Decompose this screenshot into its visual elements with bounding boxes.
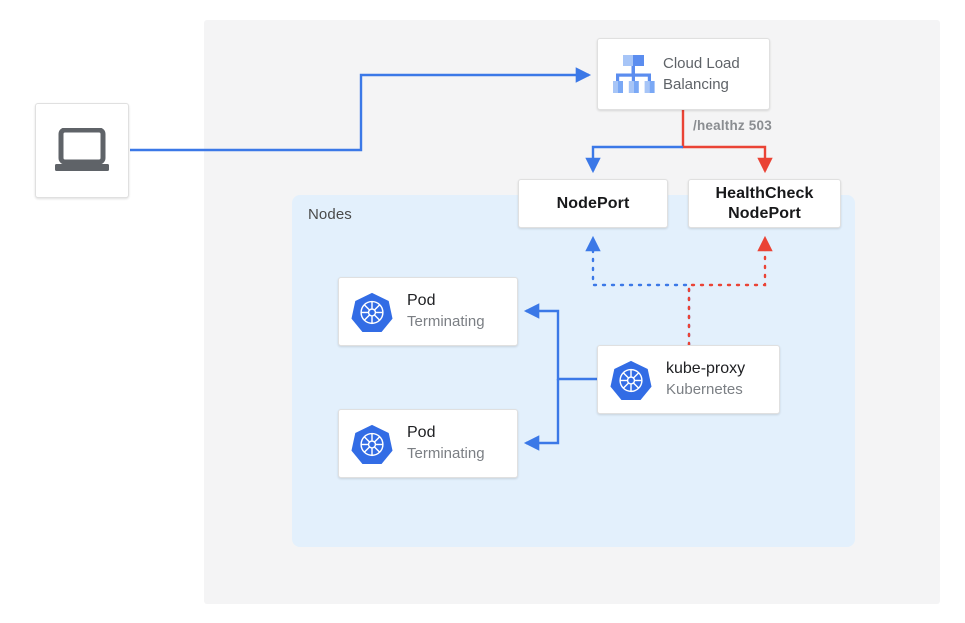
client-laptop-card [35,103,129,198]
cloud-load-balancing-title-line-2: Balancing [663,76,729,93]
pod-card-2-status: Terminating [407,445,485,462]
nodes-panel-label: Nodes [308,206,352,223]
pod-card-2-title: Pod [407,424,436,441]
kube-proxy-title: kube-proxy [666,360,746,377]
pod-card-1-text: Pod Terminating [407,291,485,332]
pod-card-1-status: Terminating [407,313,485,330]
healthcheck-nodeport-card: HealthCheck NodePort [688,179,841,228]
nodeport-card: NodePort [518,179,668,228]
kubernetes-icon [351,292,393,332]
kube-proxy-subtitle: Kubernetes [666,381,743,398]
healthcheck-nodeport-label-line-2: NodePort [728,204,801,222]
nodeport-label: NodePort [556,194,630,212]
cloud-load-balancing-icon [613,55,655,93]
healthcheck-nodeport-label: HealthCheck NodePort [715,184,813,224]
pod-card-2-text: Pod Terminating [407,423,485,464]
pod-card-1-title: Pod [407,292,436,309]
laptop-icon [55,127,109,171]
cloud-load-balancing-title-line-1: Cloud Load [663,55,740,72]
cloud-load-balancing-label: Cloud Load Balancing [663,53,740,95]
kube-proxy-card: kube-proxy Kubernetes [597,345,780,414]
kubernetes-icon [610,360,652,400]
kubernetes-icon [351,424,393,464]
kube-proxy-text: kube-proxy Kubernetes [666,359,745,400]
pod-card-2: Pod Terminating [338,409,518,478]
pod-card-1: Pod Terminating [338,277,518,346]
cloud-load-balancing-card: Cloud Load Balancing [597,38,770,110]
healthz-edge-label: /healthz 503 [693,118,772,133]
healthcheck-nodeport-label-line-1: HealthCheck [715,184,814,202]
